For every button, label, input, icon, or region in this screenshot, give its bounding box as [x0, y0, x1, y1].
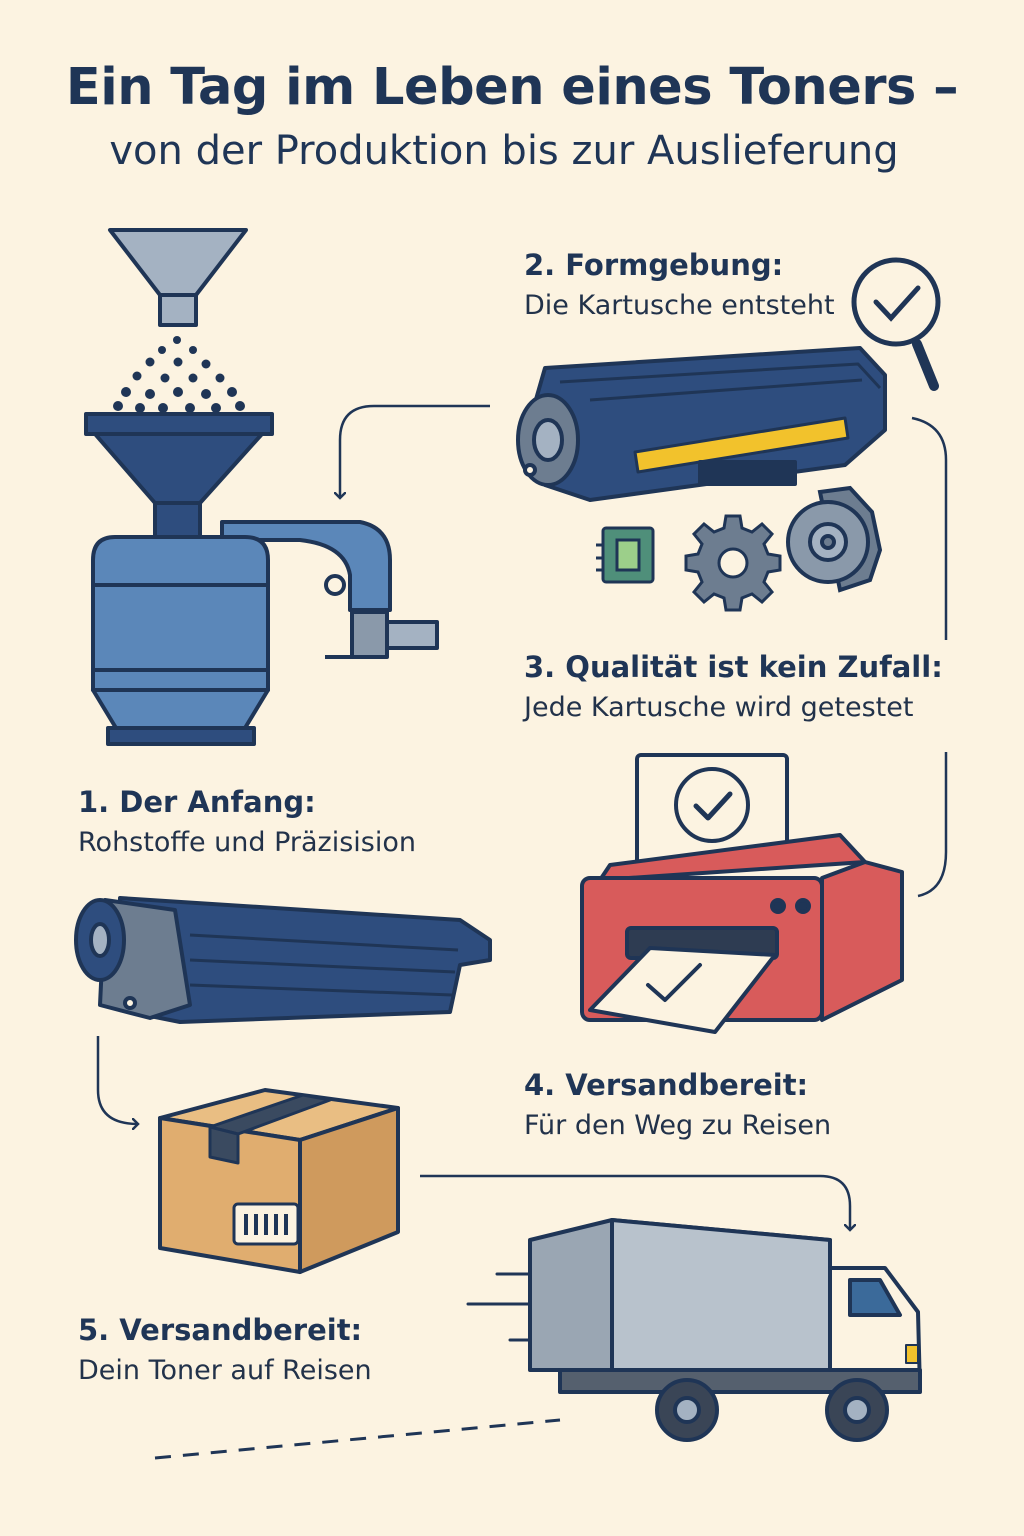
- step-5-label: 5. Versandbereit: Dein Toner auf Reisen: [78, 1313, 372, 1386]
- step-text: Die Kartusche entsteht: [524, 290, 835, 321]
- step-heading: 4. Versandbereit:: [524, 1068, 809, 1102]
- toner-cartridge-icon: [74, 896, 492, 1024]
- step-2-label: 2. Formgebung: Die Kartusche entsteht: [524, 248, 835, 321]
- step-text: Jede Kartusche wird getestet: [524, 692, 914, 723]
- step-3-label: 3. Qualität ist kein Zufall: Jede Kartus…: [524, 650, 943, 723]
- magnifier-check-icon: [851, 257, 941, 391]
- delivery-truck-icon: [466, 1218, 922, 1442]
- printer-icon: [580, 753, 904, 1034]
- step-heading: 2. Formgebung:: [524, 248, 784, 282]
- flow-arrow: [340, 404, 490, 498]
- step-text: Rohstoffe und Präzisision: [78, 827, 416, 858]
- chip-icon: [596, 526, 655, 584]
- funnel-machine-icon: [84, 228, 439, 746]
- step-heading: 1. Der Anfang:: [78, 785, 316, 819]
- step-text: Dein Toner auf Reisen: [78, 1355, 372, 1386]
- step-heading: 3. Qualität ist kein Zufall:: [524, 650, 943, 684]
- step-4-label: 4. Versandbereit: Für den Weg zu Reisen: [524, 1068, 831, 1141]
- page-subtitle: von der Produktion bis zur Auslieferung: [109, 128, 899, 174]
- road-line: [154, 1418, 561, 1460]
- roller-icon: [786, 485, 883, 593]
- toner-cartridge-icon: [516, 346, 887, 502]
- page-title: Ein Tag im Leben eines Toners –: [65, 58, 959, 117]
- cardboard-box-icon: [158, 1088, 400, 1274]
- gear-icon: [684, 514, 782, 612]
- step-heading: 5. Versandbereit:: [78, 1313, 363, 1347]
- step-text: Für den Weg zu Reisen: [524, 1110, 832, 1141]
- step-1-label: 1. Der Anfang: Rohstoffe und Präzisision: [78, 785, 416, 858]
